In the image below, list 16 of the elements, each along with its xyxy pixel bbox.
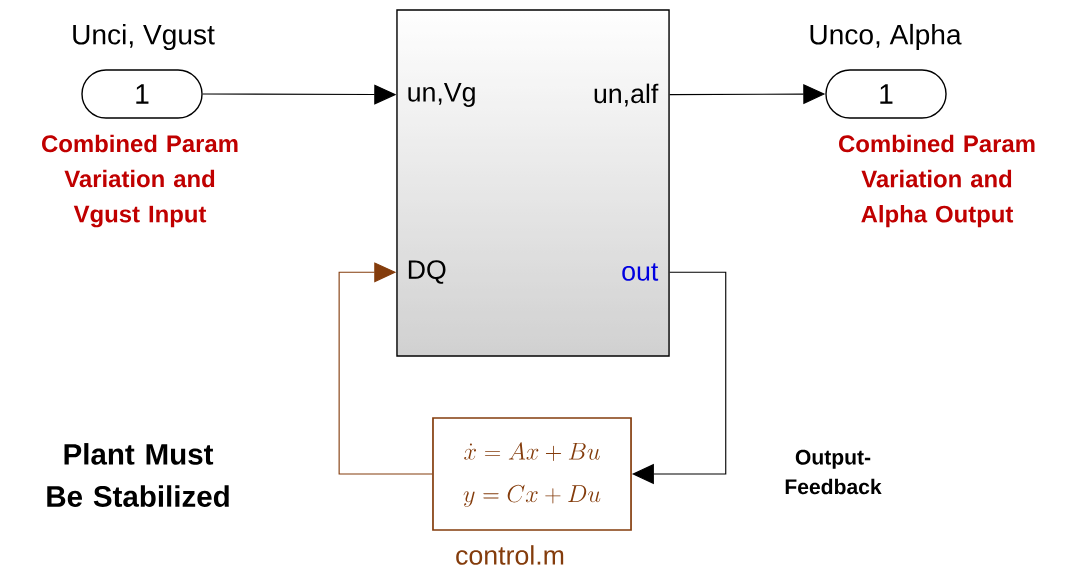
port-label: un,Vg bbox=[408, 83, 475, 107]
port-label: out bbox=[622, 263, 659, 281]
arrow bbox=[338, 262, 433, 475]
port-caption: Combined Param Variation and Alpha Output bbox=[839, 134, 1035, 228]
port-label: un,alf bbox=[594, 83, 659, 107]
state-space-block bbox=[432, 417, 632, 531]
port-caption: Combined Param Variation and Vgust Input bbox=[42, 134, 238, 228]
port-label: DQ bbox=[408, 260, 446, 284]
port-name: Unci, Vgust bbox=[73, 23, 215, 51]
block-name: control.m bbox=[456, 545, 564, 565]
equation: $y = Cx + Du$ bbox=[463, 484, 601, 507]
port-name: Unco, Alpha bbox=[810, 23, 962, 51]
equation: $\dot{x} = Ax + Bu$ bbox=[464, 442, 600, 462]
subsystem-block bbox=[396, 9, 670, 357]
note-text: Output-Feedback bbox=[785, 449, 882, 495]
note-text: Plant Must Be Stabilized bbox=[47, 443, 229, 507]
